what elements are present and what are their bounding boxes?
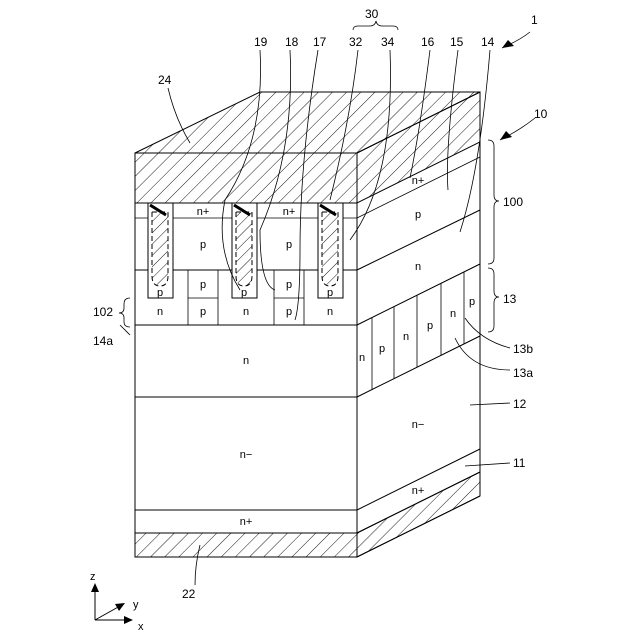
region-p-4: p: [241, 287, 247, 299]
ref-19: 19: [254, 35, 268, 49]
region-p-7: p: [286, 279, 292, 291]
ref-18: 18: [285, 35, 299, 49]
ref-10: 10: [534, 107, 548, 121]
region-n-4: n: [243, 355, 249, 367]
ref-24: 24: [158, 73, 172, 87]
ref-15: 15: [450, 35, 464, 49]
drain-electrode: [135, 533, 357, 557]
region-p-2: p: [286, 239, 292, 251]
region-p-10: p: [415, 209, 421, 221]
trench-gate-1: [148, 203, 173, 298]
region-p-8: p: [200, 306, 206, 318]
region-n-1: n: [157, 306, 163, 318]
region-n-plus-3: n+: [240, 516, 253, 528]
region-n-5: n: [415, 261, 421, 273]
ref-16: 16: [421, 35, 435, 49]
region-sj-n-2: n: [403, 331, 409, 343]
coordinate-axes: z y x: [90, 571, 144, 633]
region-n-2: n: [243, 306, 249, 318]
ref-12: 12: [513, 397, 527, 411]
region-p-3: p: [157, 287, 163, 299]
ref-11: 11: [513, 456, 526, 470]
ref-100: 100: [503, 195, 523, 209]
axis-z-label: z: [90, 571, 96, 583]
ref-13a: 13a: [513, 366, 533, 380]
region-sj-p-2: p: [427, 320, 433, 332]
region-n-minus-2: n−: [412, 419, 425, 431]
region-sj-n-1: n: [359, 352, 365, 364]
region-sj-p-1: p: [379, 343, 385, 355]
region-n-plus-5: n+: [412, 485, 425, 497]
ref-13: 13: [503, 292, 517, 306]
region-n-3: n: [327, 306, 333, 318]
region-n-minus-1: n−: [240, 449, 253, 461]
region-p-6: p: [200, 279, 206, 291]
region-n-plus-4: n+: [412, 175, 425, 187]
superjunction-columns: [372, 272, 464, 390]
axis-x-label: x: [138, 621, 144, 633]
trench-gate-2: [232, 203, 257, 298]
region-sj-p-3: p: [469, 296, 475, 308]
trench-gates: [148, 203, 343, 298]
ref-102: 102: [93, 305, 113, 319]
source-electrode: [135, 92, 480, 203]
ref-30: 30: [365, 7, 379, 21]
ref-14a: 14a: [93, 334, 113, 348]
ref-1: 1: [531, 13, 538, 27]
ref-13b: 13b: [513, 342, 533, 356]
region-p-5: p: [327, 287, 333, 299]
ref-14: 14: [481, 35, 495, 49]
trench-gate-3: [318, 203, 343, 298]
region-p-1: p: [200, 239, 206, 251]
region-p-9: p: [286, 306, 292, 318]
ref-22: 22: [182, 587, 196, 601]
region-n-plus-2: n+: [283, 206, 296, 218]
region-sj-n-3: n: [450, 308, 456, 320]
ref-17: 17: [313, 35, 327, 49]
ref-34: 34: [381, 35, 395, 49]
region-n-plus-1: n+: [197, 206, 210, 218]
axis-y-label: y: [133, 599, 139, 611]
ref-32: 32: [349, 35, 363, 49]
